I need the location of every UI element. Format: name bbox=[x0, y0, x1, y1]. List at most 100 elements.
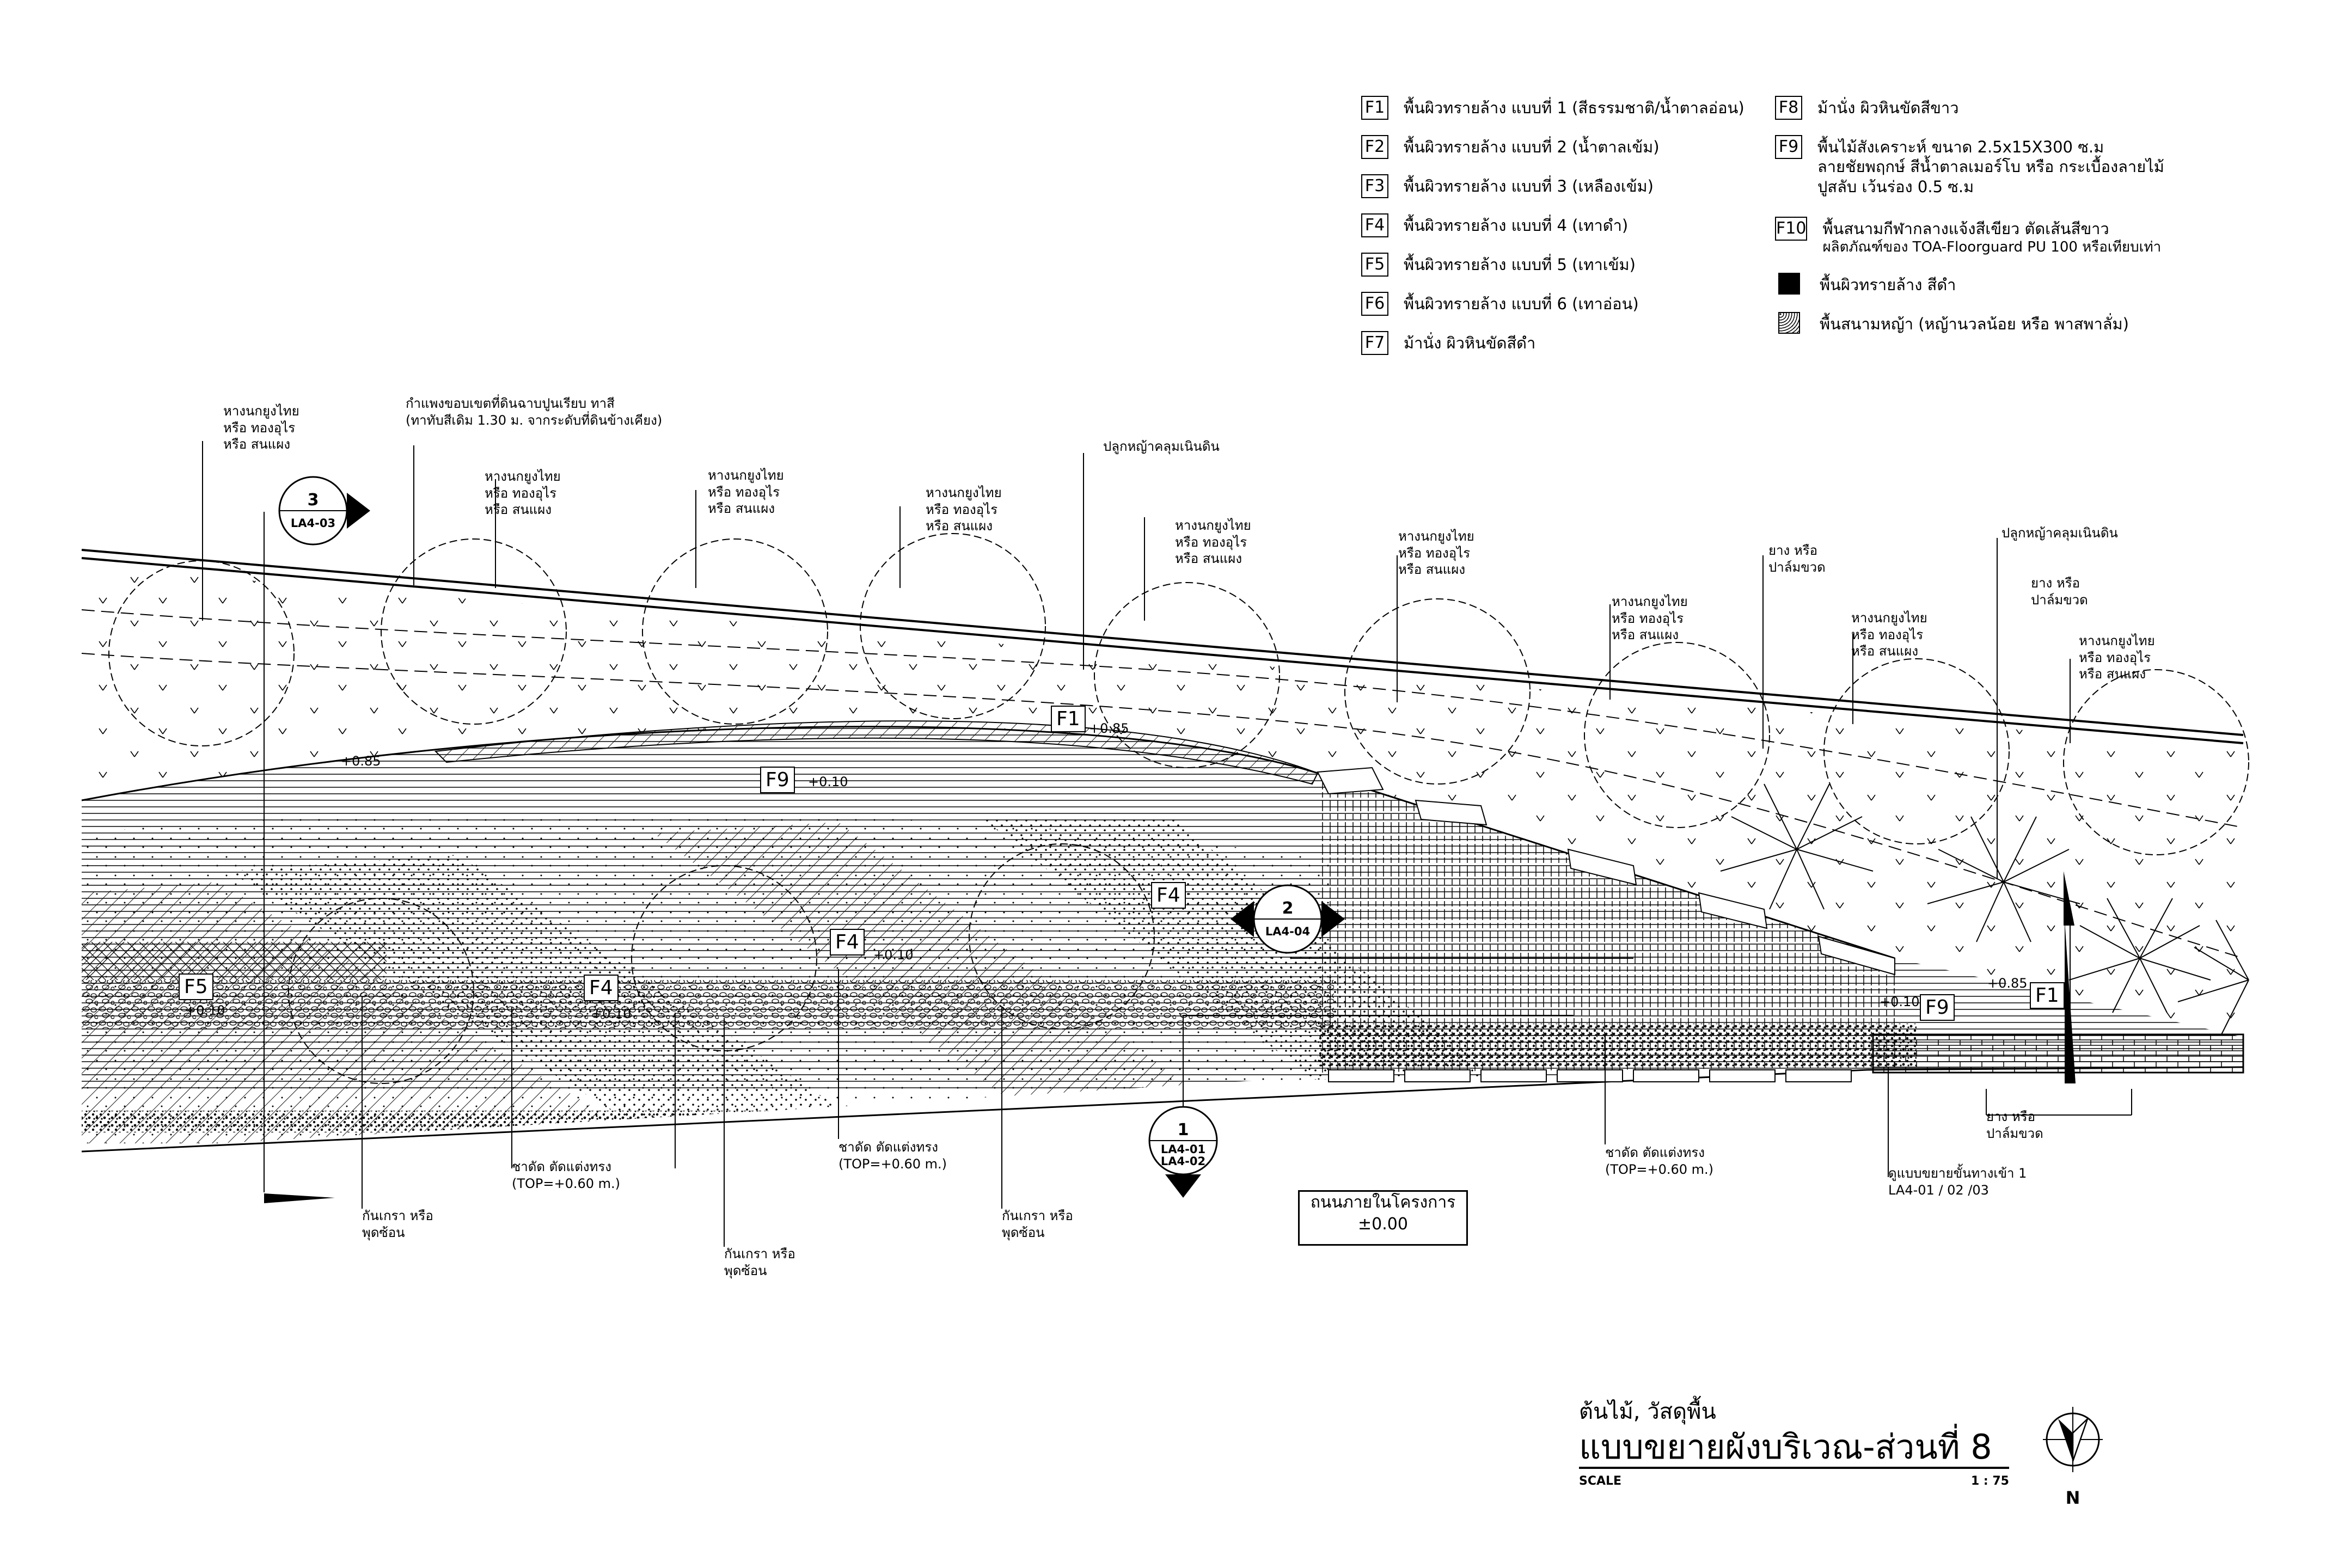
legend-code: F7 bbox=[1361, 331, 1388, 355]
legend-text: พื้นสนามกีฬากลางแจ้งสีเขียว ตัดเส้นสีขาว… bbox=[1822, 217, 2161, 256]
note-line: กำแพงขอบเขตที่ดินฉาบปูนเรียบ ทาสี bbox=[406, 396, 615, 411]
note-line: หางนกยูงไทย bbox=[1398, 529, 1474, 544]
groundcover-note-2: ปลูกหญ้าคลุมเนินดิน bbox=[2001, 525, 2118, 542]
level-mark: +0.10 bbox=[1880, 994, 1920, 1009]
note-line: ยาง หรือ bbox=[1768, 543, 1818, 558]
note-line: กันเกรา หรือ bbox=[1002, 1208, 1073, 1223]
shrub-note-1: กันเกรา หรือพุดซ้อน bbox=[362, 1208, 433, 1241]
north-arrow: N bbox=[2043, 1407, 2103, 1512]
section-arrow-top bbox=[2064, 871, 2074, 926]
slope-dash-line-2 bbox=[81, 653, 2244, 959]
note-line: หางนกยูงไทย bbox=[485, 469, 561, 484]
dotted-swatch-icon bbox=[1778, 312, 1800, 334]
palm-note-3: ยาง หรือปาล์มขวด bbox=[1986, 1108, 2043, 1142]
callout-2-sheet: LA4-04 bbox=[1265, 925, 1310, 938]
leader-lines bbox=[202, 441, 2132, 1247]
legend-line: ผลิตภัณฑ์ของ TOA-Floorguard PU 100 หรือเ… bbox=[1822, 239, 2162, 256]
section-arrow-right bbox=[2065, 920, 2076, 1083]
palm-note-1: ยาง หรือปาล์มขวด bbox=[1768, 542, 1826, 575]
legend-text: พื้นผิวทรายล้าง แบบที่ 1 (สีธรรมชาติ/น้ำ… bbox=[1404, 99, 1744, 117]
palm-note-2: ยาง หรือปาล์มขวด bbox=[2031, 575, 2088, 608]
legend-line: พื้นไม้สังเคราะห์ ขนาด 2.5x15X300 ซ.ม bbox=[1817, 138, 2104, 156]
boundary-wall bbox=[81, 549, 2244, 736]
legend-text: ม้านั่ง ผิวหินขัดสีดำ bbox=[1404, 334, 1536, 352]
note-line: ปลูกหญ้าคลุมเนินดิน bbox=[1103, 439, 1220, 454]
title-block: ต้นไม้, วัสดุพื้น แบบขยายผังบริเวณ-ส่วนท… bbox=[1579, 1394, 2009, 1488]
tree-note-3: หางนกยูงไทยหรือ ทองอุไรหรือ สนแผง bbox=[708, 467, 784, 517]
note-line: ยาง หรือ bbox=[2031, 575, 2080, 591]
legend-text: ม้านั่ง ผิวหินขัดสีขาว bbox=[1817, 96, 1959, 118]
note-line: หรือ ทองอุไร bbox=[223, 420, 296, 436]
road-label: ถนนภายในโครงการ bbox=[1310, 1193, 1456, 1212]
note-line: หางนกยูงไทย bbox=[926, 485, 1002, 500]
boundary-wall-inner bbox=[81, 557, 2244, 744]
callout-1-sheet-2: LA4-02 bbox=[1161, 1155, 1205, 1168]
material-tag-f1: F1 bbox=[2030, 982, 2065, 1009]
note-line: หรือ สนแผง bbox=[926, 518, 993, 534]
note-line: (ทาทับสีเดิม 1.30 ม. จากระดับที่ดินข้างเ… bbox=[406, 412, 663, 428]
legend-swatch-dotted: พื้นสนามหญ้า (หญ้านวลน้อย หรือ พาสพาลั่ม… bbox=[1775, 312, 2129, 334]
note-line: ดูแบบขยายขั้นทางเข้า 1 bbox=[1888, 1166, 2027, 1181]
material-tag-f5: F5 bbox=[179, 973, 213, 1000]
legend-line: ปูสลับ เว้นร่อง 0.5 ซ.ม bbox=[1817, 177, 1974, 196]
legend-code: F6 bbox=[1361, 292, 1388, 316]
tree-canopies bbox=[108, 533, 2249, 1084]
note-line: หรือ สนแผง bbox=[2079, 666, 2146, 682]
legend-text: พื้นผิวทรายล้าง สีดำ bbox=[1820, 275, 1956, 294]
tree-note-8: หางนกยูงไทยหรือ ทองอุไรหรือ สนแผง bbox=[1851, 610, 1927, 660]
tree-note-6: หางนกยูงไทยหรือ ทองอุไรหรือ สนแผง bbox=[1398, 528, 1474, 578]
section-callout-3: 3 LA4-03 bbox=[278, 476, 370, 546]
legend-code: F2 bbox=[1361, 135, 1388, 159]
note-line: ปลูกหญ้าคลุมเนินดิน bbox=[2001, 525, 2118, 541]
legend-line: ม้านั่ง ผิวหินขัดสีขาว bbox=[1817, 99, 1959, 117]
wall-note: กำแพงขอบเขตที่ดินฉาบปูนเรียบ ทาสี(ทาทับส… bbox=[406, 395, 662, 428]
level-mark: +0.10 bbox=[591, 1006, 632, 1021]
slope-dash-line bbox=[81, 609, 2244, 828]
note-line: หรือ ทองอุไร bbox=[1398, 545, 1471, 561]
tree-note-1: หางนกยูงไทยหรือ ทองอุไรหรือ สนแผง bbox=[223, 403, 299, 453]
note-line: กันเกรา หรือ bbox=[724, 1246, 795, 1261]
section-callout-1: 1 LA4-01 LA4-02 bbox=[1148, 1106, 1218, 1198]
legend-code: F4 bbox=[1361, 213, 1388, 237]
legend-swatch-solid: พื้นผิวทรายล้าง สีดำ bbox=[1775, 273, 1956, 295]
groundcover-note-1: ปลูกหญ้าคลุมเนินดิน bbox=[1103, 438, 1220, 455]
tree-note-5: หางนกยูงไทยหรือ ทองอุไรหรือ สนแผง bbox=[1175, 517, 1251, 567]
callout-1-sheet-1: LA4-01 bbox=[1161, 1143, 1205, 1156]
bench-note-1: ชาดัด ตัดแต่งทรง(TOP=+0.60 m.) bbox=[512, 1159, 620, 1192]
f1-diagonal-strip bbox=[434, 720, 1319, 785]
note-line: พุดซ้อน bbox=[1002, 1224, 1045, 1240]
pebble-strip-2 bbox=[82, 942, 387, 980]
legend-text: พื้นผิวทรายล้าง แบบที่ 5 (เทาเข้ม) bbox=[1404, 255, 1636, 274]
pergola-beams bbox=[1317, 767, 1895, 1082]
level-mark: +0.85 bbox=[1089, 721, 1129, 736]
callout-2-number: 2 bbox=[1282, 899, 1294, 918]
shrub-note-2: กันเกรา หรือพุดซ้อน bbox=[724, 1246, 795, 1279]
note-line: หรือ สนแผง bbox=[1851, 644, 1919, 659]
note-line: ชาดัด ตัดแต่งทรง bbox=[512, 1159, 611, 1174]
level-mark: +0.10 bbox=[808, 774, 848, 789]
drawing-title: แบบขยายผังบริเวณ-ส่วนที่ 8 bbox=[1579, 1429, 2009, 1469]
note-line: ปาล์มขวด bbox=[2031, 592, 2088, 608]
palm-trees bbox=[1720, 783, 2249, 1035]
callout-3-number: 3 bbox=[308, 491, 319, 510]
level-mark: +0.85 bbox=[341, 754, 381, 769]
note-line: หางนกยูงไทย bbox=[2079, 633, 2155, 648]
bench-note-3: ชาดัด ตัดแต่งทรง(TOP=+0.60 m.) bbox=[1605, 1144, 1713, 1178]
note-line: (TOP=+0.60 m.) bbox=[1605, 1161, 1714, 1177]
legend-text: พื้นผิวทรายล้าง แบบที่ 3 (เหลืองเข้ม) bbox=[1404, 177, 1654, 195]
pebble-strip-1 bbox=[82, 980, 1334, 1029]
note-line: ชาดัด ตัดแต่งทรง bbox=[838, 1140, 938, 1155]
note-line: หรือ ทองอุไร bbox=[485, 485, 557, 501]
scale-value: 1 : 75 bbox=[1970, 1474, 2009, 1488]
bench-note-2: ชาดัด ตัดแต่งทรง(TOP=+0.60 m.) bbox=[838, 1139, 947, 1172]
level-mark: +0.10 bbox=[873, 947, 914, 963]
note-line: หรือ สนแผง bbox=[1175, 551, 1242, 567]
